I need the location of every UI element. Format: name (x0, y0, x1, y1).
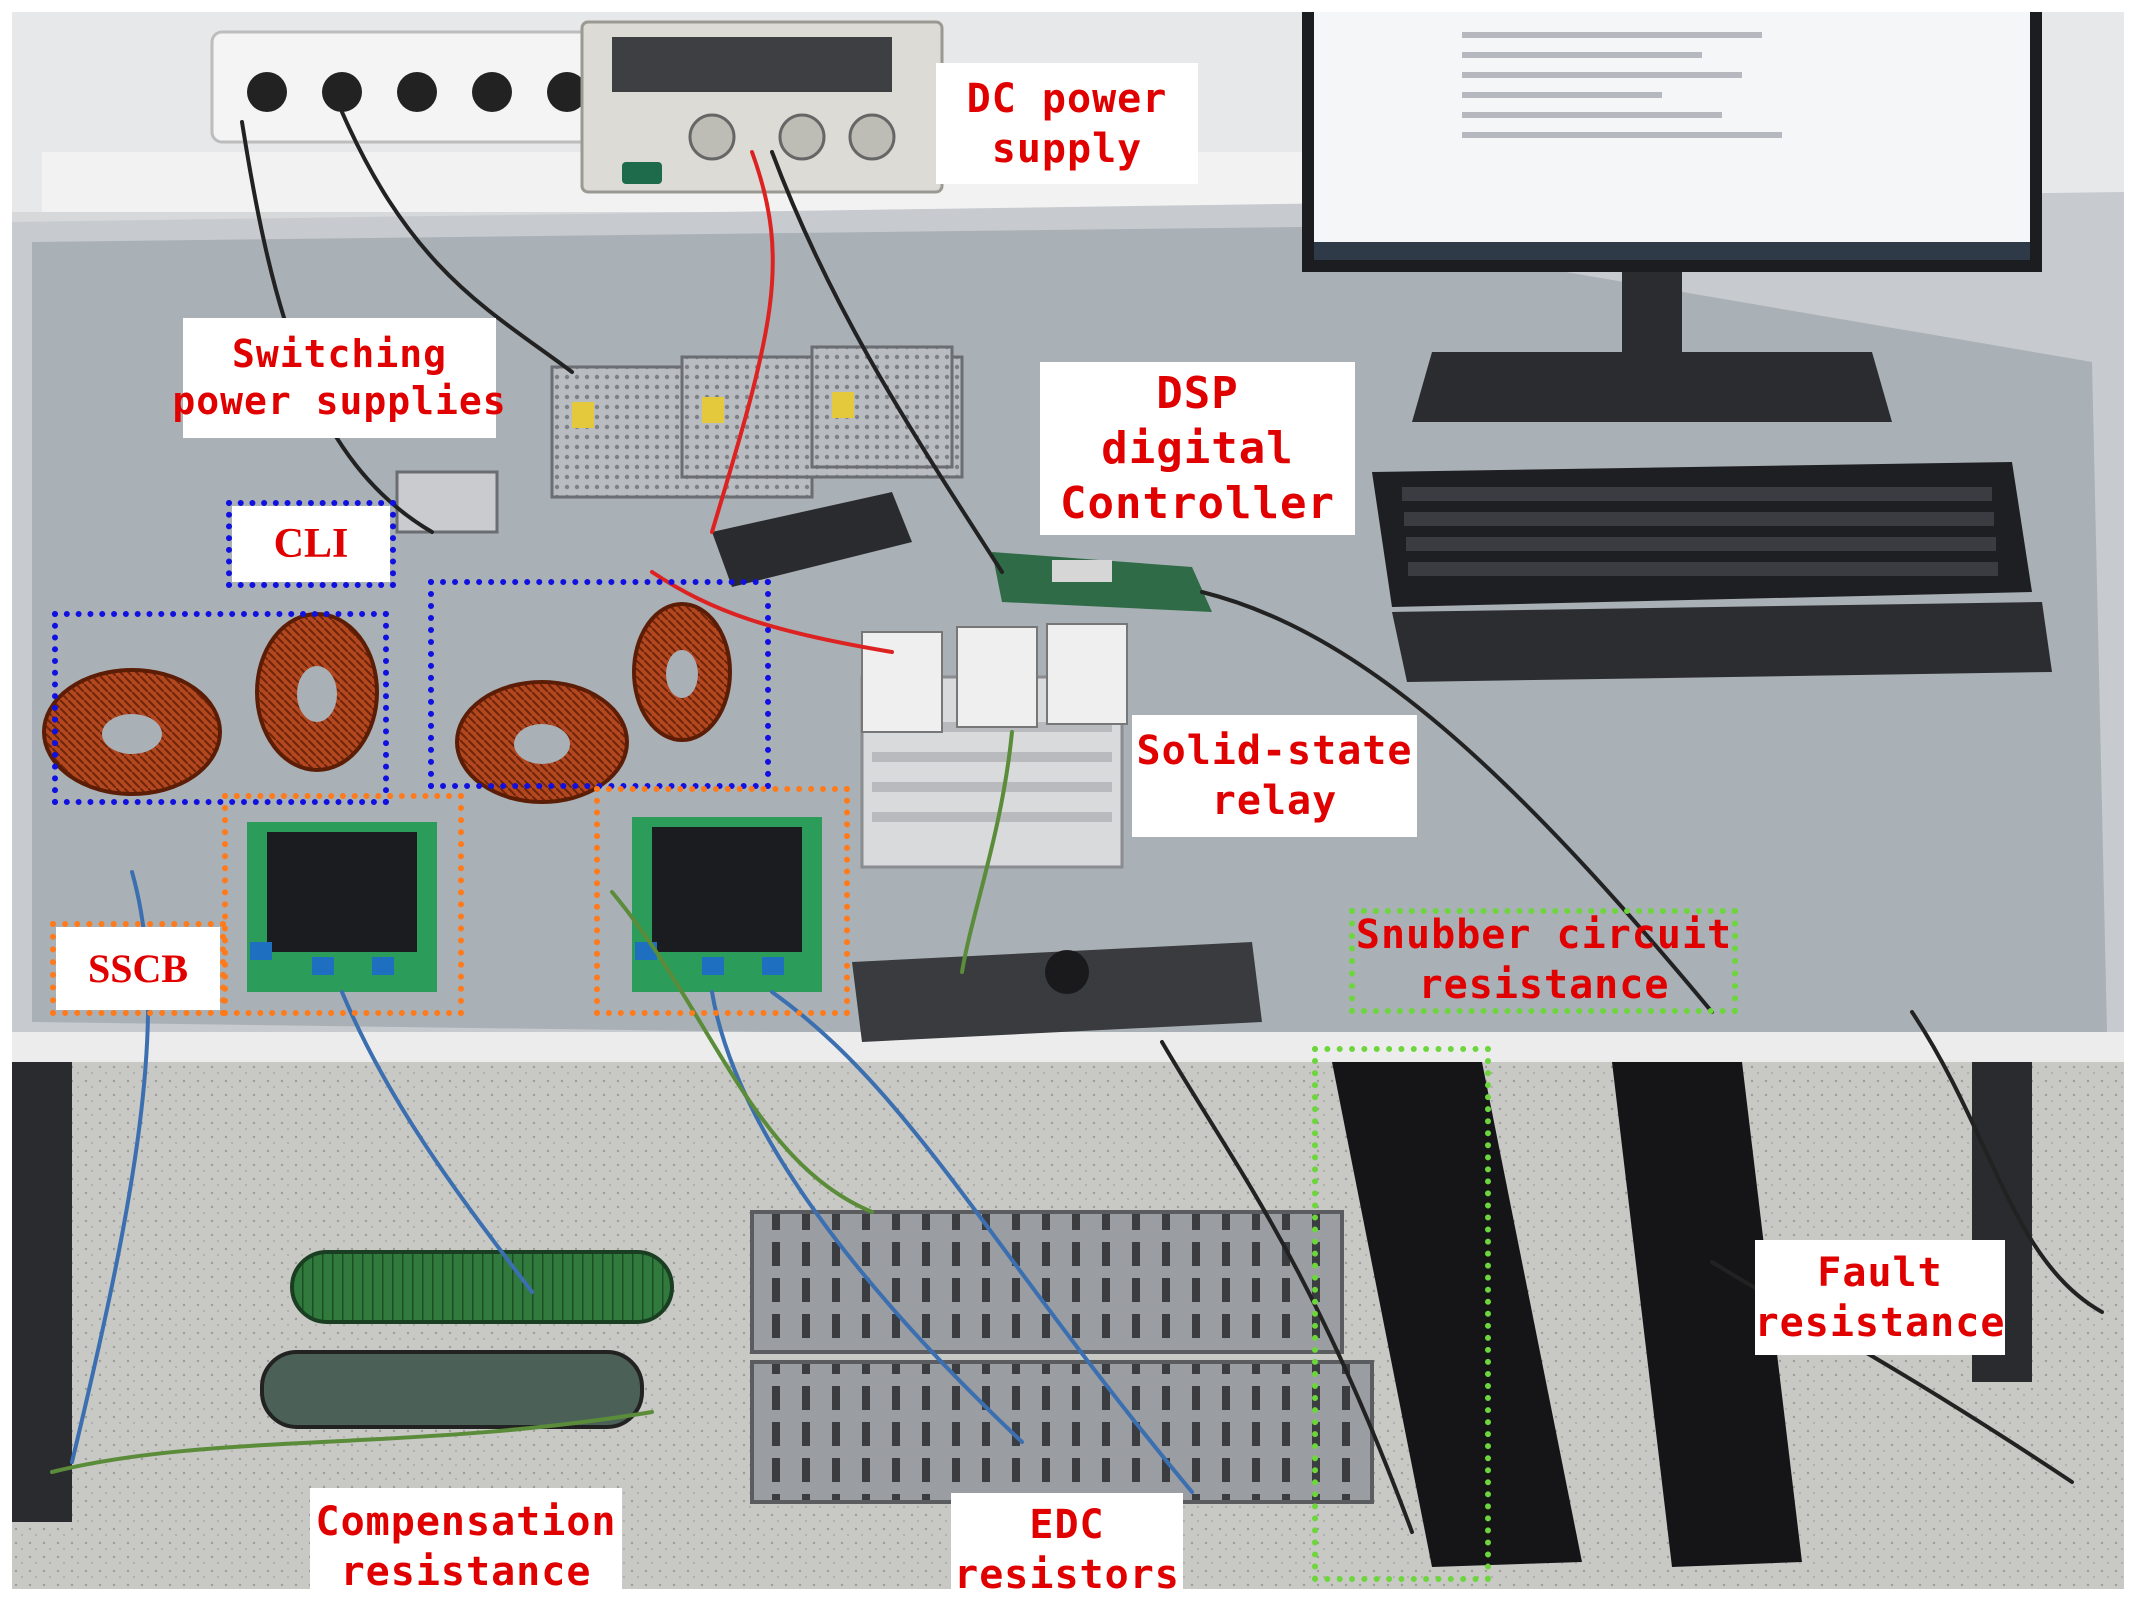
fault-resistance-label-line-1: Fault (1817, 1249, 1943, 1296)
dc-power-supply-label-line-1: DC power (966, 75, 1168, 122)
switching-power-supplies-label-line-2: power supplies (172, 379, 507, 423)
solid-state-relay-label-line-1: Solid-state (1136, 728, 1413, 774)
sscb-box-right (594, 786, 850, 1016)
edc-resistors-label: EDC resistors (951, 1493, 1183, 1606)
cli-label: CLI (232, 506, 390, 582)
sscb-label: SSCB (56, 927, 220, 1010)
compensation-resistance-label-line-1: Compensation (315, 1499, 617, 1545)
snubber-circuit-resistance-label-line-2: resistance (1418, 962, 1670, 1008)
snubber-label-box (1349, 908, 1738, 1014)
solid-state-relay-label: Solid-state relay (1132, 715, 1417, 837)
dsp-controller-label-line-3: Controller (1060, 478, 1335, 529)
switching-power-supplies-label-line-1: Switching (232, 331, 447, 376)
dsp-controller-label-line-2: digital (1101, 423, 1294, 474)
cli-label-box (226, 500, 396, 588)
experimental-setup-photo (12, 12, 2124, 1589)
snubber-resistor-box (1312, 1046, 1491, 1582)
dc-power-supply-label: DC power supply (936, 63, 1198, 184)
compensation-resistance-label: Compensation resistance (310, 1488, 622, 1606)
edc-resistors-label-line-2: resistors (954, 1551, 1180, 1598)
sscb-label-text: SSCB (87, 945, 189, 991)
sscb-label-box (50, 921, 226, 1016)
fault-resistance-label-line-2: resistance (1754, 1299, 2006, 1346)
fault-resistance-label: Fault resistance (1755, 1240, 2005, 1355)
dsp-controller-label: DSP digital Controller (1040, 362, 1355, 535)
snubber-circuit-resistance-label-line-1: Snubber circuit (1355, 912, 1733, 958)
cli-box-left (52, 611, 389, 805)
snubber-circuit-resistance-label: Snubber circuit resistance (1356, 910, 1732, 1010)
solid-state-relay-label-line-2: relay (1211, 778, 1338, 824)
cli-box-right (428, 579, 771, 789)
compensation-resistance-label-line-2: resistance (340, 1549, 592, 1595)
sscb-box-left (222, 793, 464, 1016)
dsp-controller-label-line-1: DSP (1156, 368, 1239, 419)
edc-resistors-label-line-1: EDC (1029, 1501, 1105, 1548)
dc-power-supply-label-line-2: supply (991, 125, 1143, 172)
cli-label-text: CLI (273, 520, 349, 567)
switching-power-supplies-label: Switching power supplies (172, 318, 506, 438)
